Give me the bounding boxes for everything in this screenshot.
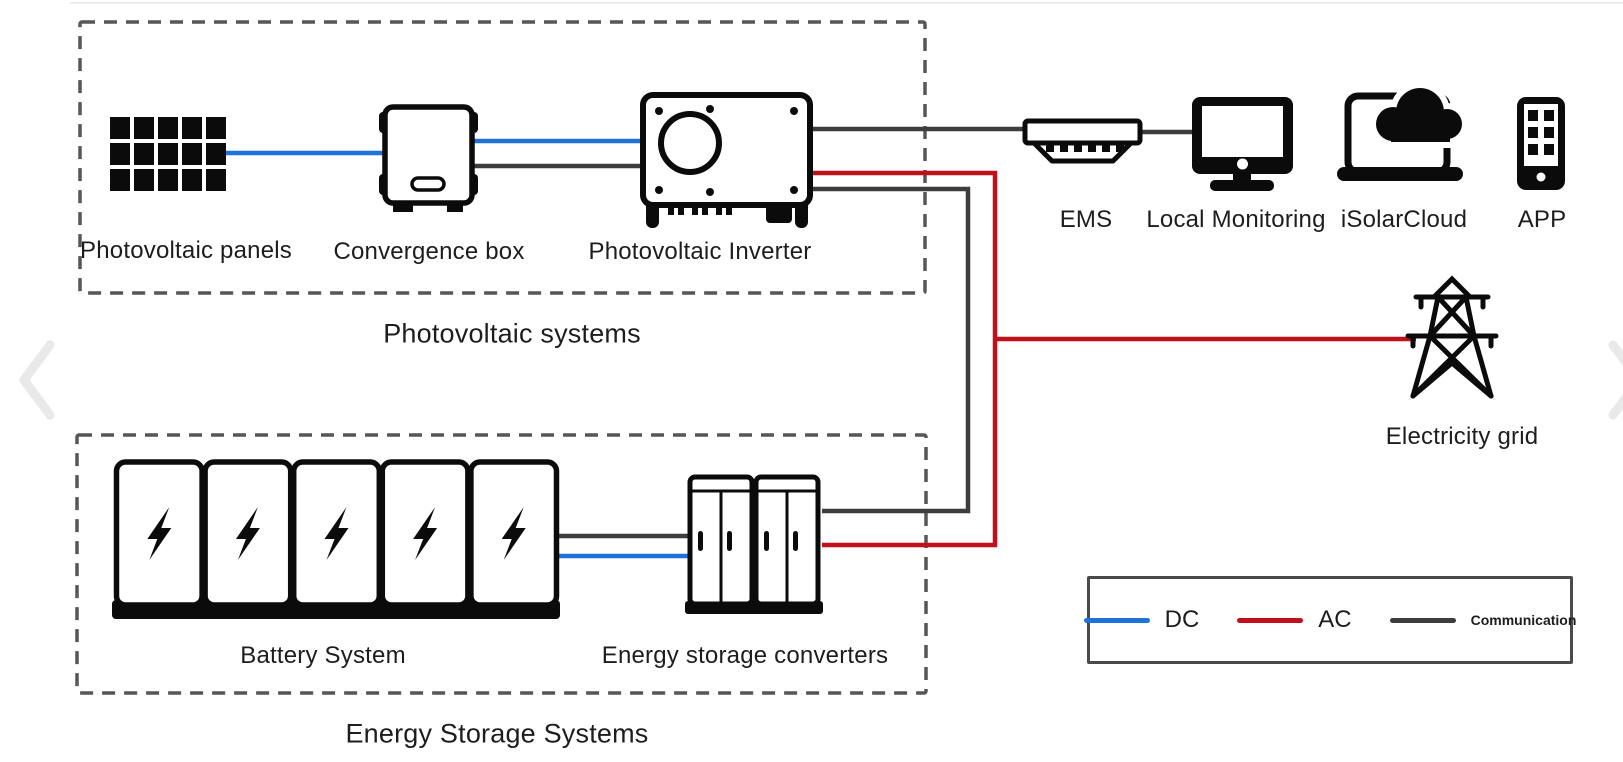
pv-panels-label: Photovoltaic panels	[80, 237, 292, 264]
app-icon	[1517, 97, 1565, 190]
legend-label-dc: DC	[1164, 606, 1200, 633]
carousel-next-button[interactable]	[1595, 335, 1623, 425]
legend-item-dc: DC	[1083, 606, 1200, 634]
communication-line-swatch	[1389, 617, 1456, 623]
dc-line-swatch	[1083, 617, 1150, 623]
ac-line-inverter-to-converters	[808, 170, 998, 548]
pv-systems-group-border	[78, 20, 927, 295]
legend-label-communication: Communication	[1470, 612, 1577, 628]
isolarcloud-label: iSolarCloud	[1340, 206, 1468, 233]
ac-line-swatch	[1237, 617, 1304, 623]
pv-inverter-icon	[640, 92, 813, 228]
energy-storage-group-border	[75, 433, 928, 695]
legend-item-ac: AC	[1237, 606, 1352, 634]
pv-panels-icon	[110, 117, 226, 191]
app-label: APP	[1517, 206, 1567, 233]
pv-systems-group-label: Photovoltaic systems	[383, 318, 641, 349]
comm-line-inverter-to-converters	[808, 186, 971, 514]
dc-lines	[225, 138, 692, 559]
chevron-left-icon	[19, 340, 55, 420]
local-monitoring-label: Local Monitoring	[1146, 206, 1326, 233]
local-monitoring-icon	[1192, 97, 1293, 191]
ac-lines	[808, 170, 1416, 548]
energy-storage-converters-icon	[685, 474, 823, 614]
electricity-grid-label: Electricity grid	[1385, 423, 1539, 450]
carousel-prev-button[interactable]	[8, 335, 68, 425]
legend-label-ac: AC	[1318, 606, 1352, 633]
communication-lines	[471, 126, 1196, 539]
battery-system-label: Battery System	[240, 642, 406, 669]
convergence-box-label: Convergence box	[333, 238, 525, 265]
legend: DC AC Communication	[1083, 576, 1576, 664]
convergence-box-icon	[379, 104, 478, 212]
energy-storage-converters-label: Energy storage converters	[601, 642, 889, 669]
legend-item-communication: Communication	[1389, 612, 1577, 628]
pv-inverter-label: Photovoltaic Inverter	[588, 238, 812, 265]
chevron-right-icon	[1608, 340, 1623, 420]
isolarcloud-icon	[1337, 82, 1468, 181]
electricity-grid-icon	[1405, 275, 1499, 399]
battery-system-icon	[112, 459, 560, 619]
ems-icon	[1022, 118, 1143, 164]
ems-label: EMS	[1059, 206, 1113, 233]
energy-storage-group-label: Energy Storage Systems	[345, 718, 649, 749]
